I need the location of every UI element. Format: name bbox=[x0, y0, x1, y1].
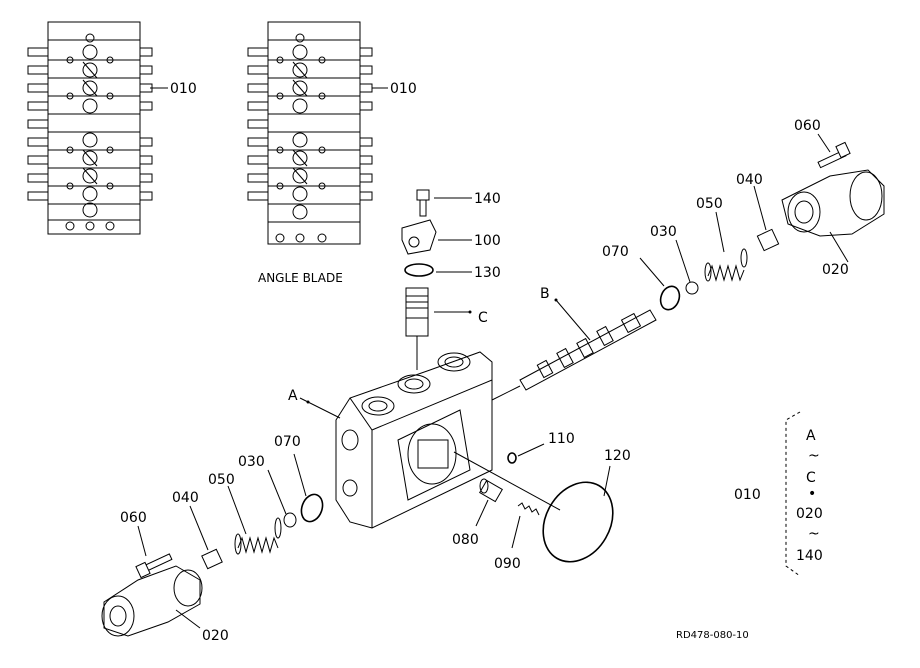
label-020-right: 020 bbox=[822, 262, 849, 278]
part-020-cap-left bbox=[101, 565, 203, 637]
part-C-relief-valve bbox=[405, 287, 472, 370]
part-050-spring-left bbox=[227, 485, 282, 555]
valve-stack-angle-blade bbox=[247, 21, 388, 245]
label-060-right: 060 bbox=[794, 118, 821, 134]
part-070-oring-right bbox=[639, 257, 681, 311]
label-010-top-left: 010 bbox=[170, 81, 197, 97]
part-090-screw bbox=[511, 502, 540, 549]
ref-range-5: ~ bbox=[808, 526, 820, 542]
label-140: 140 bbox=[474, 191, 501, 207]
part-030-washer-left bbox=[267, 469, 297, 528]
ref-range-6: 140 bbox=[796, 548, 823, 564]
part-070-oring-left bbox=[293, 453, 324, 523]
part-080-plug bbox=[475, 478, 503, 527]
label-030-left: 030 bbox=[238, 454, 265, 470]
label-010-reference: 010 bbox=[734, 487, 761, 503]
angle-blade-caption: ANGLE BLADE bbox=[258, 271, 343, 285]
label-090: 090 bbox=[494, 556, 521, 572]
label-A: A bbox=[288, 388, 298, 404]
part-060-bolt-right bbox=[817, 133, 851, 169]
label-070-left: 070 bbox=[274, 434, 301, 450]
part-120-large-oring bbox=[453, 451, 614, 563]
label-040-right: 040 bbox=[736, 172, 763, 188]
label-040-left: 040 bbox=[172, 490, 199, 506]
part-B-spool bbox=[491, 298, 657, 401]
reference-bracket bbox=[785, 411, 801, 577]
label-130: 130 bbox=[474, 265, 501, 281]
part-060-bolt-left bbox=[135, 525, 173, 579]
ref-range-0: A bbox=[806, 428, 816, 444]
part-140-bolt bbox=[416, 189, 472, 217]
part-030-washer-right bbox=[675, 239, 699, 295]
label-100: 100 bbox=[474, 233, 501, 249]
label-060-left: 060 bbox=[120, 510, 147, 526]
drawing-code: RD478-080-10 bbox=[676, 630, 749, 641]
part-100-cover bbox=[401, 219, 472, 255]
part-A-valve-body bbox=[299, 351, 493, 529]
part-130-oring bbox=[404, 263, 472, 277]
label-B: B bbox=[540, 286, 550, 302]
label-020-left: 020 bbox=[202, 628, 229, 644]
label-010-top-right: 010 bbox=[390, 81, 417, 97]
part-040-seat-left bbox=[189, 505, 223, 570]
label-C: C bbox=[478, 310, 488, 326]
ref-range-3: • bbox=[808, 486, 816, 502]
label-070-right: 070 bbox=[602, 244, 629, 260]
part-020-cap-right bbox=[781, 169, 885, 263]
ref-range-4: 020 bbox=[796, 506, 823, 522]
label-030-right: 030 bbox=[650, 224, 677, 240]
label-050-right: 050 bbox=[696, 196, 723, 212]
ref-range-2: C bbox=[806, 470, 816, 486]
valve-stack-left bbox=[27, 21, 168, 235]
part-050-spring-right bbox=[704, 211, 748, 282]
part-110-small-oring bbox=[507, 443, 545, 464]
ref-range-1: ~ bbox=[808, 448, 820, 464]
label-120: 120 bbox=[604, 448, 631, 464]
part-040-seat-right bbox=[753, 185, 780, 252]
label-110: 110 bbox=[548, 431, 575, 447]
label-080: 080 bbox=[452, 532, 479, 548]
label-050-left: 050 bbox=[208, 472, 235, 488]
